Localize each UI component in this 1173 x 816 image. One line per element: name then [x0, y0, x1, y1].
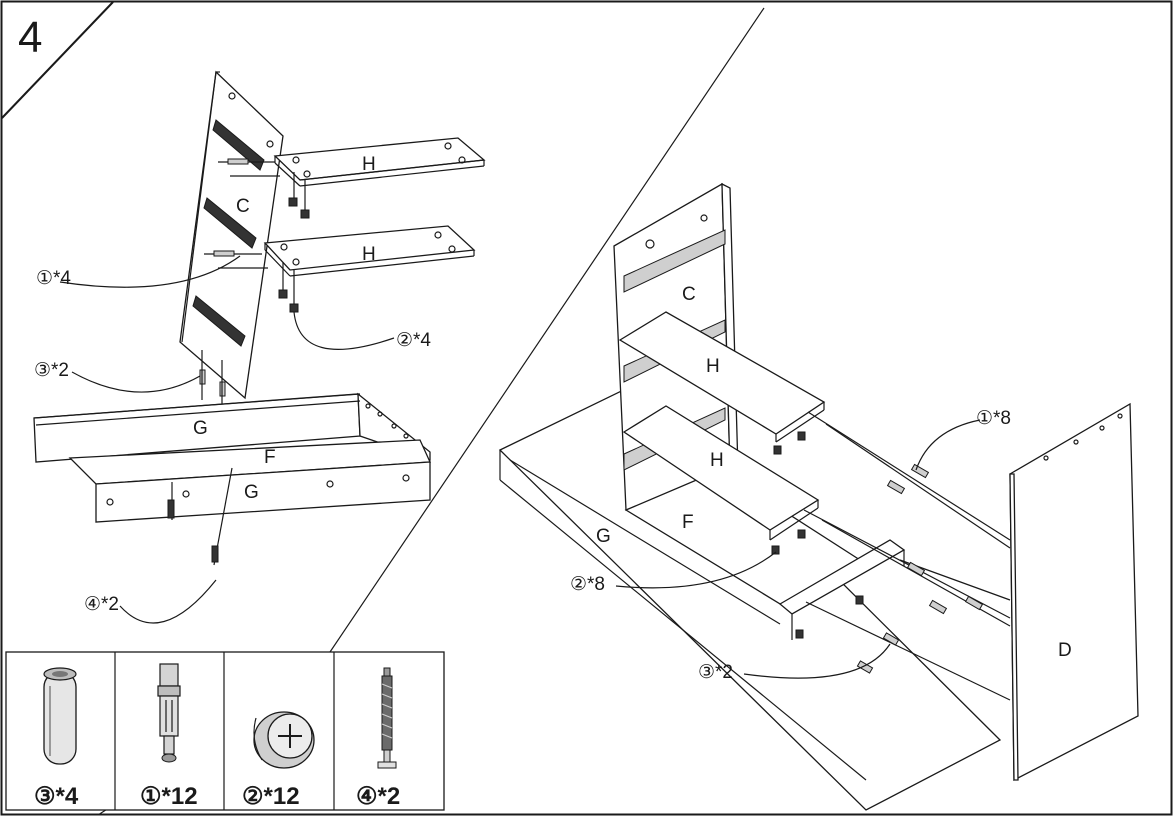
hardware-cell-cam-lock: ②*12: [242, 711, 315, 810]
cam-bolt-icon: [157, 663, 181, 763]
right-panel-d: D: [1009, 402, 1139, 782]
right-callout-fitting-2: ②*8: [570, 574, 605, 595]
hardware-table: ③*4 ①*12 ②*12: [5, 651, 445, 811]
right-shelf-h-lower-label: H: [710, 450, 724, 471]
hardware-label-cam-bolt: ①*12: [140, 783, 198, 810]
right-panel-d-label: D: [1058, 640, 1072, 661]
hardware-cell-cam-bolt: ①*12: [140, 663, 198, 810]
right-assembled-view: G C F H: [498, 182, 1139, 811]
right-panel-g-label: G: [596, 526, 611, 547]
right-shelf-h-upper: H: [618, 311, 826, 455]
hardware-cell-screw: ④*2: [356, 667, 400, 810]
cam-lock-icon: [253, 711, 315, 769]
left-panel-f-label: F: [264, 447, 276, 468]
left-callouts: ①*4 ②*4 ③*2 ④*2: [34, 255, 431, 624]
hardware-label-dowel: ③*4: [34, 783, 79, 810]
right-callout-fitting-1: ①*8: [976, 408, 1011, 429]
hardware-label-cam-lock: ②*12: [242, 783, 300, 810]
left-callout-fitting-3: ③*2: [34, 360, 69, 381]
left-callout-fitting-1: ①*4: [36, 268, 71, 289]
left-callout-fitting-2: ②*4: [396, 330, 431, 351]
right-panel-f-label: F: [682, 512, 694, 533]
left-panel-g-top-label: G: [193, 418, 208, 439]
left-panel-c-label: C: [236, 196, 250, 217]
right-callouts: ①*8 ②*8 ③*2: [570, 408, 1011, 683]
right-front-rail: [778, 539, 906, 640]
left-fittings: [199, 158, 310, 410]
right-panel-c-label: C: [682, 284, 696, 305]
left-shelf-h-lower: H: [263, 225, 476, 277]
step-corner-divider: [1, 1, 114, 119]
screw-icon: [377, 667, 397, 769]
right-panel-g: G: [498, 381, 1002, 811]
right-connector-lines: [803, 411, 1011, 701]
left-shelf-h-upper: H: [273, 137, 486, 187]
step-number: 4: [18, 13, 42, 62]
right-callout-fitting-3: ③*2: [698, 662, 733, 683]
hardware-cell-dowel: ③*4: [34, 667, 79, 810]
left-panel-f-and-g: F G: [68, 439, 431, 566]
left-shelf-h-lower-label: H: [362, 244, 376, 265]
wooden-dowel-icon: [43, 667, 77, 765]
left-panel-g-front-label: G: [244, 482, 259, 503]
left-exploded-view: C H H: [33, 70, 486, 624]
left-shelf-h-upper-label: H: [362, 154, 376, 175]
right-shelf-h-upper-label: H: [706, 356, 720, 377]
view-divider: [329, 7, 765, 653]
hardware-label-screw: ④*2: [356, 783, 400, 810]
left-panel-c: C: [179, 70, 284, 400]
left-callout-fitting-4: ④*2: [84, 594, 119, 615]
